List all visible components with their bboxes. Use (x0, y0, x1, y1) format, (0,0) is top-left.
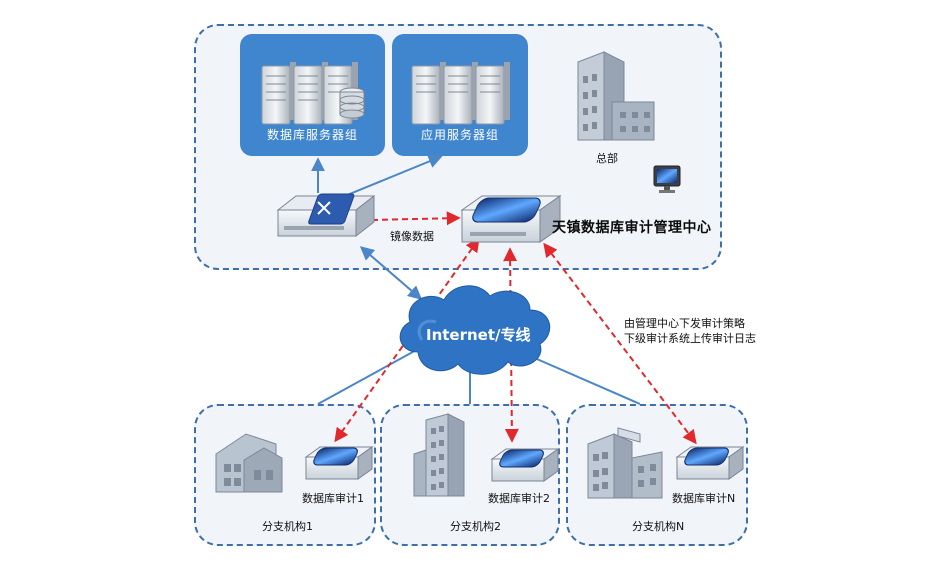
app-server-group: 应用服务器组 (392, 34, 528, 156)
cloud-label: Internet/专线 (426, 326, 531, 344)
app-server-group-label: 应用服务器组 (420, 128, 499, 142)
branchN-name: 分支机构N (632, 520, 685, 533)
branch1-audit-label: 数据库审计1 (302, 492, 364, 505)
hq-label: 总部 (596, 152, 618, 165)
branchN-audit-label: 数据库审计N (672, 492, 736, 505)
branch2-audit-label: 数据库审计2 (488, 492, 550, 505)
db-server-group-label: 数据库服务器组 (266, 128, 358, 142)
db-server-group: 数据库服务器组 (240, 34, 385, 156)
audit-center-label: 天镇数据库审计管理中心 (552, 220, 712, 236)
link-cloud-branch1 (317, 347, 421, 405)
branch2-name: 分支机构2 (450, 520, 501, 533)
policy-note-line2: 下级审计系统上传审计日志 (624, 332, 756, 345)
policy-note-line1: 由管理中心下发审计策略 (624, 317, 745, 330)
policy-note: 由管理中心下发审计策略 下级审计系统上传审计日志 (624, 316, 756, 346)
mirror-data-label: 镜像数据 (390, 230, 434, 243)
branch1-name: 分支机构1 (262, 520, 313, 533)
link-cloud-branchN (529, 355, 641, 405)
